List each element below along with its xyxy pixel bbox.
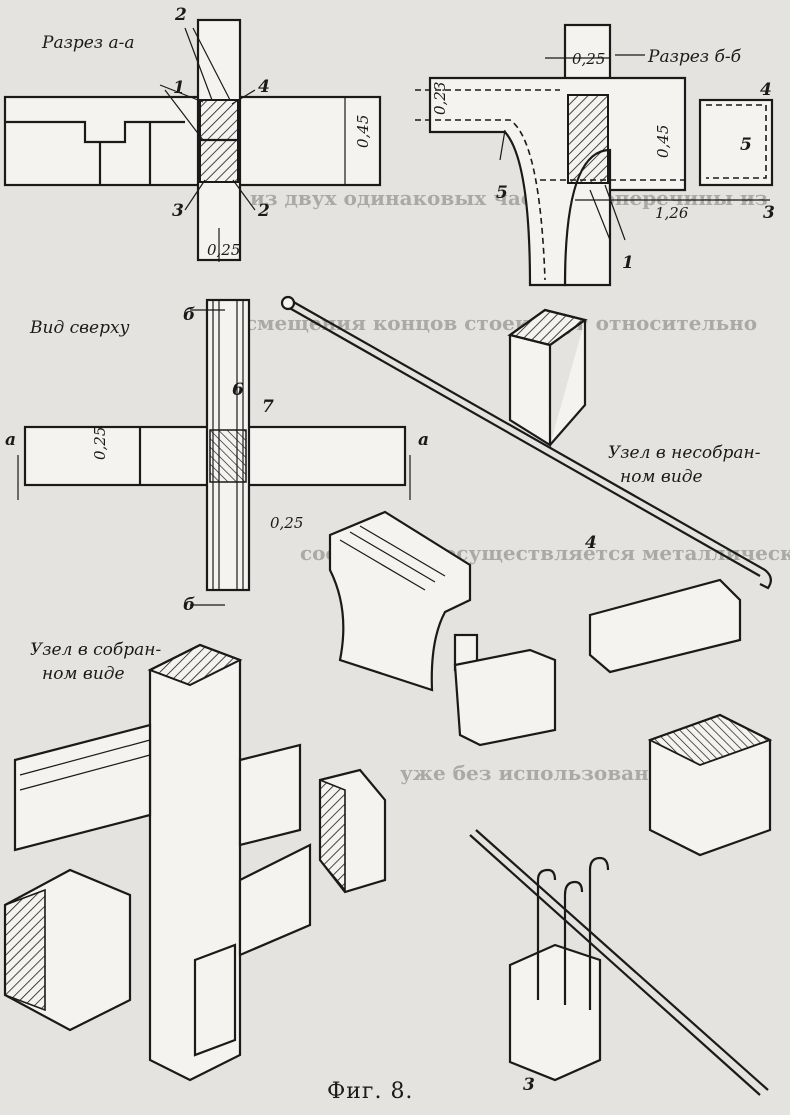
section-b-title: Разрез б-б (647, 47, 742, 67)
top-view-mark-a-left: а (5, 430, 16, 450)
figure-caption: Фиг. 8. (327, 1079, 413, 1104)
section-a-callout-2-top: 2 (174, 5, 187, 25)
section-b-beam (428, 76, 687, 287)
section-b-height-dim: 0,45 (654, 125, 672, 158)
top-view-mark-b-top: б (183, 305, 195, 325)
section-a-title: Разрез а-а (41, 33, 134, 53)
section-b-callout-1: 1 (622, 253, 634, 273)
section-b-top-dim: 0,25 (572, 50, 605, 68)
section-a-callout-2-bottom: 2 (257, 201, 270, 221)
section-b-length-dim: 1,26 (655, 204, 689, 222)
section-a-a: Разрез а-а 0,45 0,25 1 2 4 3 2 (3, 5, 382, 262)
top-view-right-dim: 0,25 (270, 514, 303, 532)
top-view-title: Вид сверху (29, 318, 130, 338)
top-view-callout-6: 6 (232, 380, 244, 400)
background-line-1: из двух одинаковых частей, поперечины из (250, 186, 768, 210)
section-b-callout-5-left: 5 (496, 183, 508, 203)
unassembled-rod-callout: 4 (585, 533, 597, 553)
unassembled-bracket (328, 510, 472, 692)
rod-detail-callout-3: 3 (523, 1075, 535, 1095)
section-a-callout-1: 1 (173, 78, 185, 98)
unassembled-right-block (588, 578, 742, 674)
section-b-b: Разрез б-б 0,25 0,23 0,45 1,26 4 5 5 3 1 (415, 23, 775, 287)
rod-detail: 3 (469, 829, 769, 1096)
section-b-callout-3: 3 (763, 203, 775, 223)
section-b-callout-5-right: 5 (740, 135, 752, 155)
unassembled-label-line-1: Узел в несобран- (608, 443, 761, 463)
assembled-node: Узел в собран- ном виде (3, 640, 312, 1082)
section-a-beam (3, 95, 382, 187)
assembled-arm-bottom (193, 943, 237, 1057)
section-b-callout-4: 4 (760, 80, 772, 100)
unassembled-rod (289, 299, 772, 590)
rod-detail-rod (469, 834, 761, 1096)
assembled-arm-right (238, 743, 312, 957)
unassembled-node: Узел в несобран- ном виде 4 (280, 295, 773, 894)
unassembled-label-line-2: ном виде (620, 467, 703, 487)
section-b-hatched-core (567, 94, 609, 184)
rod-detail-block (508, 943, 602, 1082)
assembled-arm-left (13, 723, 152, 852)
section-a-height-dim: 0,45 (354, 115, 372, 148)
top-view-width-dim: 0,25 (91, 427, 109, 460)
top-view-mark-a-right: а (418, 430, 429, 450)
assembled-label-line-2: ном виде (42, 664, 125, 684)
section-a-callout-4: 4 (258, 77, 270, 97)
section-b-end-piece (698, 98, 774, 187)
section-a-callout-3: 3 (172, 201, 184, 221)
top-view-mark-b-bottom: б (183, 595, 195, 615)
unassembled-lower-block (453, 648, 557, 747)
top-view: Вид сверху 0,25 0,25 б а а б 6 7 (5, 298, 429, 615)
section-a-width-dim: 0,25 (207, 241, 240, 259)
section-b-left-dim: 0,23 (431, 82, 449, 115)
background-line-2: смещения концов стоек друг относительно (245, 311, 757, 335)
top-view-callout-7: 7 (262, 397, 274, 417)
assembled-label-line-1: Узел в собран- (30, 640, 161, 660)
